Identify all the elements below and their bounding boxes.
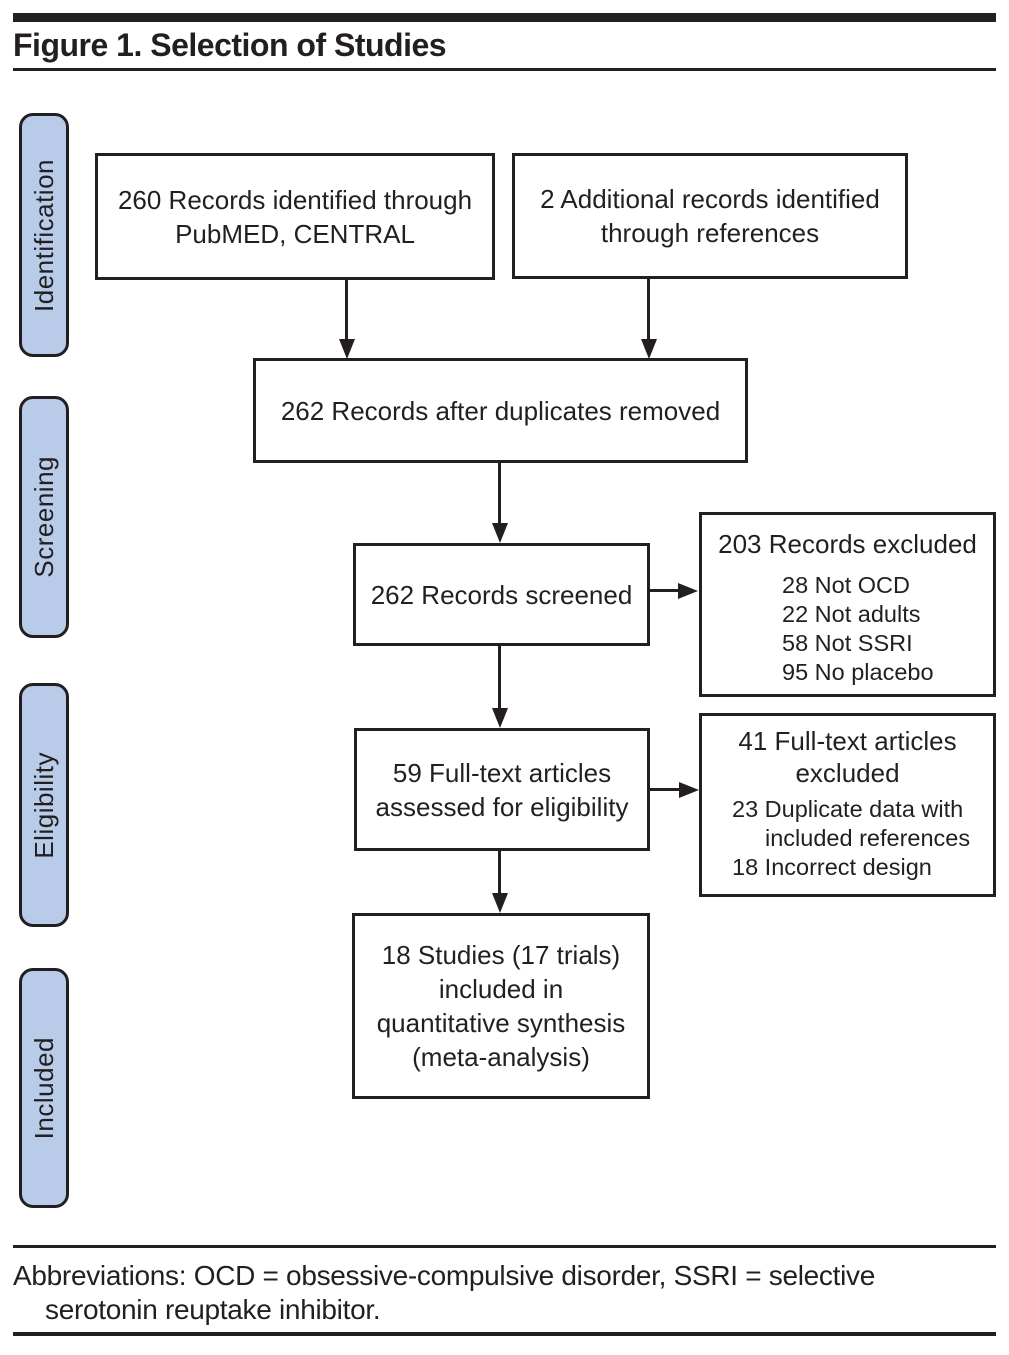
arrowhead-down-icon [492,708,508,728]
box-fulltext-assessed: 59 Full-text articles assessed for eligi… [354,728,650,851]
stage-tab-included: Included [19,968,69,1208]
arrow-screened-to-assessed [498,646,501,708]
top-thick-rule [13,13,996,22]
arrowhead-right-icon [679,782,699,798]
excluded-reason: 18 Incorrect design [732,854,932,880]
title-divider-rule [13,68,996,71]
box-text-line: included in [438,974,564,1004]
box-text-line: 2 Additional records identified [540,184,880,214]
box-records-screened: 262 Records screened [353,543,650,646]
arrow-assessed-to-synthesis [498,851,501,894]
excluded-title: 203 Records excluded [718,529,977,559]
excluded-reason: 22 Not adults [782,601,921,627]
arrow-identified-to-duplicates [345,280,348,341]
arrowhead-down-icon [339,339,355,359]
excluded-reason: 23 Duplicate data with included referenc… [732,796,971,851]
footer-top-rule [13,1245,996,1248]
box-text-line: 262 Records screened [370,579,633,610]
stage-tab-identification: Identification [19,113,69,357]
box-after-duplicates: 262 Records after duplicates removed [253,358,748,463]
box-included-synthesis: 18 Studies (17 trials) included in quant… [352,913,650,1099]
stage-label: Screening [28,456,59,578]
stage-label: Identification [28,158,59,312]
box-text-line: (meta-analysis) [412,1042,590,1072]
stage-label: Eligibility [28,751,59,859]
box-text-line: PubMED, CENTRAL [175,218,415,249]
abbreviations-line: serotonin reuptake inhibitor. [45,1294,381,1325]
excluded-reason: 95 No placebo [782,659,934,685]
abbreviations-note: Abbreviations: OCD = obsessive-compulsiv… [13,1259,875,1327]
excluded-reasons-list: 23 Duplicate data with included referenc… [732,795,989,882]
box-additional-records: 2 Additional records identified through … [512,153,908,279]
box-text-line: 262 Records after duplicates removed [280,395,721,426]
box-fulltext-excluded: 41 Full-text articles excluded 23 Duplic… [699,713,996,897]
excluded-reasons-list: 28 Not OCD 22 Not adults 58 Not SSRI 95 … [782,571,993,687]
box-records-identified: 260 Records identified through PubMED, C… [95,153,495,280]
excluded-reason: 28 Not OCD [782,572,910,598]
arrow-duplicates-to-screened [498,463,501,525]
box-text-line: quantitative synthesis [376,1008,626,1038]
arrowhead-right-icon [678,583,698,599]
excluded-title-line: 41 Full-text articles [738,726,957,756]
figure-title: Figure 1. Selection of Studies [13,27,447,63]
footer-bottom-rule [13,1332,996,1336]
arrow-assessed-to-excluded [650,788,682,791]
excluded-reason: 58 Not SSRI [782,630,913,656]
box-records-excluded: 203 Records excluded 28 Not OCD 22 Not a… [699,512,996,697]
stage-tab-screening: Screening [19,396,69,638]
stage-tab-eligibility: Eligibility [19,683,69,927]
arrowhead-down-icon [492,523,508,543]
arrowhead-down-icon [641,339,657,359]
box-text-line: assessed for eligibility [375,791,629,822]
abbreviations-line: Abbreviations: OCD = obsessive-compulsiv… [13,1260,875,1291]
stage-label: Included [28,1036,59,1140]
box-text-line: 18 Studies (17 trials) [381,940,621,970]
box-text-line: through references [600,218,820,248]
arrow-screened-to-excluded [650,589,682,592]
arrow-additional-to-duplicates [647,279,650,341]
excluded-title: 41 Full-text articles excluded [702,725,993,789]
box-text-line: 260 Records identified through [117,184,473,215]
box-text-line: 59 Full-text articles [392,757,612,788]
excluded-title-line: excluded [795,758,900,788]
arrowhead-down-icon [492,893,508,913]
